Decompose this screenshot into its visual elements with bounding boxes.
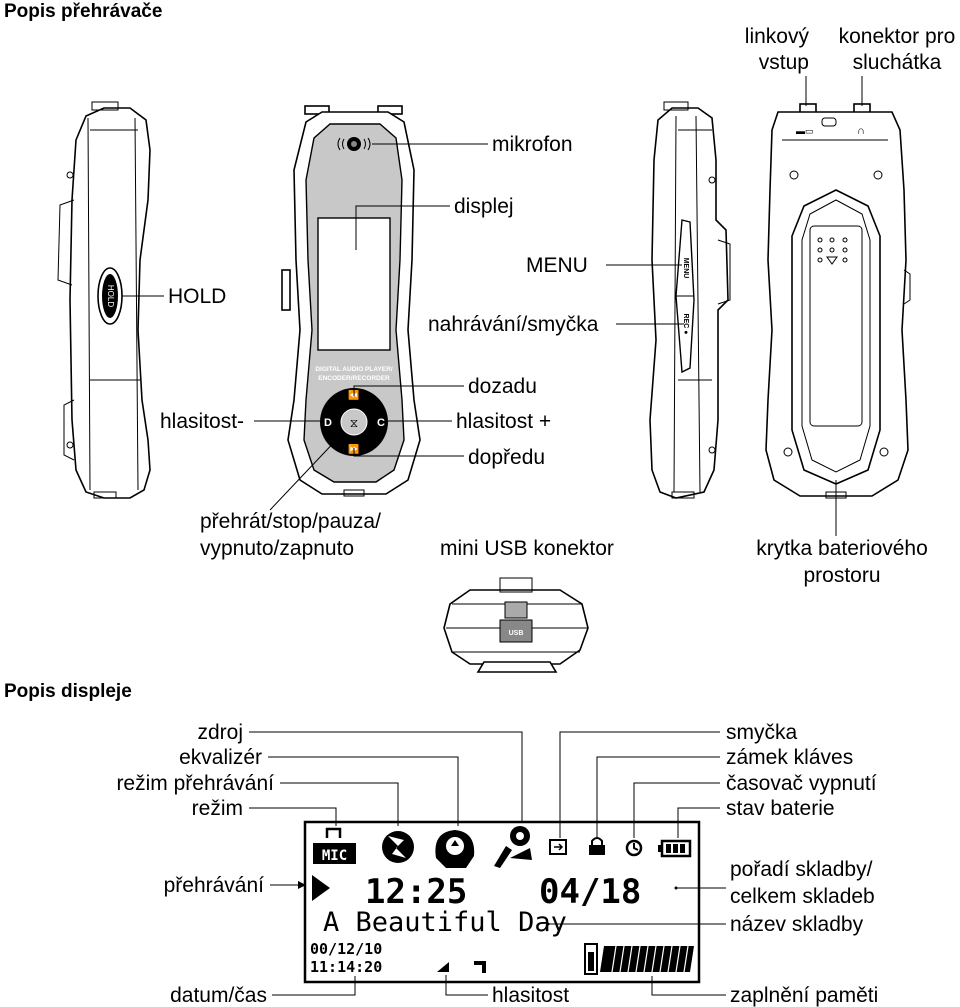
- memory-bar-icon: [584, 943, 694, 975]
- volume-up-key-icon[interactable]: C: [377, 417, 385, 429]
- player-front-view: DIGITAL AUDIO PLAYER/ ENCODER/RECORDER ⧖…: [281, 105, 421, 497]
- timer-icon: [625, 839, 643, 857]
- loop-icon: [549, 839, 567, 855]
- label-track-order-1: pořadí skladby/: [730, 858, 873, 881]
- hold-switch-print: HOLD: [106, 285, 115, 307]
- rec-button-print[interactable]: REC ●: [682, 314, 689, 335]
- label-microphone: mikrofon: [492, 133, 573, 156]
- lcd-track: 04/18: [539, 872, 641, 912]
- label-volume-minus: hlasitost-: [160, 410, 244, 433]
- volume-bars-icon: [437, 961, 486, 973]
- player-heading: Popis přehrávače: [4, 1, 162, 22]
- label-datetime: datum/čas: [170, 984, 267, 1007]
- player-right-side-view: MENU REC ●: [649, 101, 731, 499]
- label-hold: HOLD: [168, 285, 226, 308]
- label-key-lock: zámek kláves: [726, 746, 853, 769]
- lcd-clock: 11:14:20: [310, 958, 382, 976]
- equalizer-icon: [435, 830, 475, 868]
- label-track-name: název skladby: [730, 913, 864, 936]
- player-top-view: USB: [443, 577, 589, 673]
- label-equalizer: ekvalizér: [179, 746, 262, 769]
- label-record-loop: nahrávání/smyčka: [428, 313, 599, 336]
- menu-button-print[interactable]: MENU: [682, 258, 689, 279]
- label-volume-plus: hlasitost +: [456, 410, 551, 433]
- label-battery: stav baterie: [726, 797, 835, 820]
- label-menu: MENU: [526, 254, 588, 277]
- label-memory: zaplnění paměti: [730, 984, 878, 1007]
- label-mode: režim: [192, 797, 243, 820]
- player-back-view: ▬▭ ∩: [765, 103, 911, 499]
- label-mini-usb: mini USB konektor: [440, 537, 614, 560]
- battery-cover[interactable]: [791, 189, 881, 485]
- label-volume: hlasitost: [492, 984, 569, 1007]
- label-loop: smyčka: [726, 721, 797, 744]
- label-source: zdroj: [197, 721, 243, 744]
- lcd-time: 12:25: [365, 872, 467, 912]
- label-track-order-2: celkem skladeb: [730, 885, 875, 908]
- play-icon: [312, 875, 330, 901]
- battery-icon: [658, 839, 692, 858]
- line-in-jack-icon: ▬▭: [796, 126, 814, 136]
- rec-mode-icon: MIC: [313, 827, 356, 864]
- lcd-title: A Beautiful Day: [323, 907, 567, 938]
- menu-rec-keys[interactable]: MENU REC ●: [675, 219, 695, 374]
- player-left-side-view: HOLD: [57, 101, 151, 499]
- label-headphones-1: konektor pro: [839, 25, 956, 48]
- display-heading: Popis displeje: [4, 681, 132, 702]
- label-display: displej: [454, 195, 514, 218]
- shuffle-icon: [382, 831, 414, 863]
- front-print-line2: ENCODER/RECORDER: [318, 375, 390, 382]
- label-playback: přehrávání: [164, 874, 265, 897]
- label-back: dozadu: [468, 375, 537, 398]
- lcd-date: 00/12/10: [310, 940, 382, 958]
- label-headphones-2: sluchátka: [853, 51, 942, 74]
- front-print-line1: DIGITAL AUDIO PLAYER/: [315, 366, 392, 373]
- source-icon: [494, 826, 532, 868]
- label-line-in-2: vstup: [759, 51, 809, 74]
- lcd-display: MIC: [303, 820, 701, 984]
- device-screen: [317, 217, 391, 351]
- label-play-1: přehrát/stop/pauza/: [200, 510, 381, 533]
- label-play-2: vypnuto/zapnuto: [200, 537, 354, 560]
- label-sleep-timer: časovač vypnutí: [726, 772, 877, 795]
- mini-usb-port: [499, 619, 533, 643]
- label-forward: dopředu: [468, 446, 545, 469]
- volume-down-key-icon[interactable]: D: [324, 417, 332, 429]
- svg-text:⧖: ⧖: [350, 416, 358, 430]
- headphone-jack-icon: ∩: [857, 125, 865, 137]
- hold-switch[interactable]: HOLD: [97, 267, 123, 325]
- label-play-mode: režim přehrávání: [116, 772, 274, 795]
- label-battery-cover-1: krytka bateriového: [756, 537, 928, 560]
- microphone: [337, 137, 371, 151]
- mode-text: MIC: [322, 848, 347, 864]
- label-line-in-1: linkový: [745, 25, 810, 48]
- label-battery-cover-2: prostoru: [803, 564, 880, 587]
- usb-port-print: USB: [509, 630, 524, 637]
